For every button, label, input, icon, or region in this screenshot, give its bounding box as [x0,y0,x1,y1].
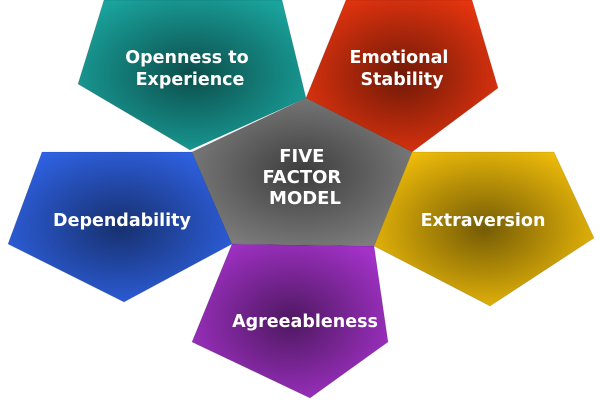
emotional-stability-label: Emotional Stability [350,48,455,90]
center-pentagon [191,97,413,247]
factor-extraversion: Extraversion [373,151,595,307]
openness-pentagon [77,0,307,151]
center-label: FIVE FACTOR MODEL [262,146,347,209]
center-hub: FIVE FACTOR MODEL [191,97,413,247]
factor-dependability: Dependability [7,151,233,303]
openness-label: Openness to Experience [125,48,254,90]
dependability-label: Dependability [53,211,191,231]
dependability-pentagon [7,151,233,303]
emotional-stability-pentagon [305,0,499,153]
factor-agreeableness: Agreeableness [191,243,389,399]
factor-openness: Openness to Experience [77,0,307,151]
extraversion-label: Extraversion [421,211,546,231]
agreeableness-label: Agreeableness [232,312,378,332]
factor-emotional-stability: Emotional Stability [305,0,499,153]
agreeableness-pentagon [191,243,389,399]
extraversion-pentagon [373,151,595,307]
